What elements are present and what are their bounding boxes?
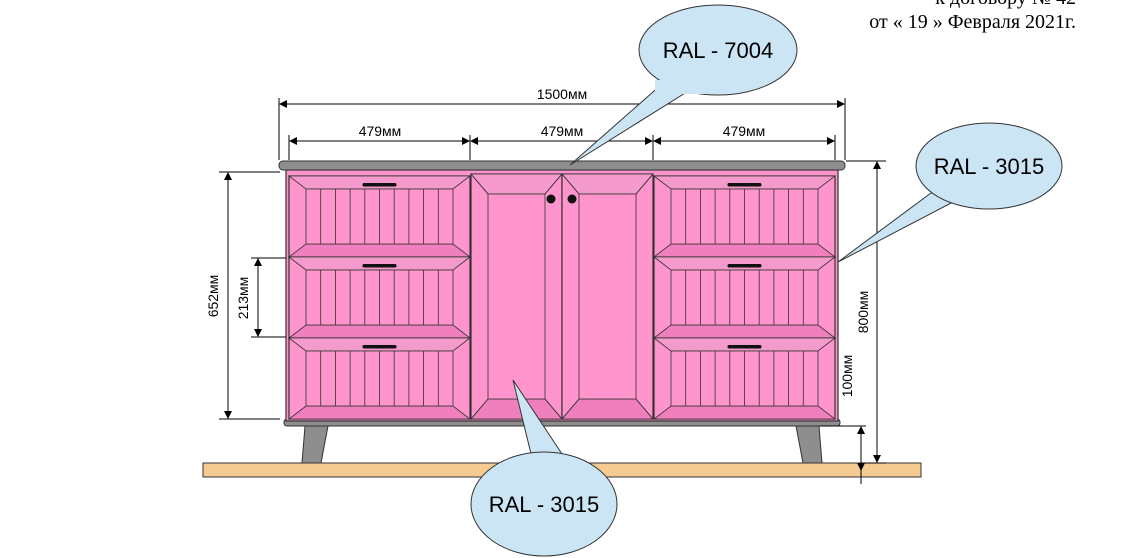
door-color-label: RAL - 3015	[489, 492, 599, 517]
total-height-label: 800мм	[855, 291, 871, 334]
dimension-lines: 1500мм 479мм 479мм 479мм 652мм 213мм 800…	[205, 86, 886, 484]
drawer-bevel-top	[287, 175, 472, 190]
right-leg	[795, 425, 823, 464]
right-door-knob	[567, 194, 577, 204]
side-color-label: RAL - 3015	[934, 154, 1044, 179]
drawer-bevel-top	[652, 175, 837, 190]
contract-date: от « 19 » Февраля 2021г.	[869, 11, 1076, 33]
drawer-right-1	[652, 175, 837, 258]
drawer-bevel-top	[652, 337, 837, 352]
drawer-handle	[727, 183, 762, 187]
drawer-left-3	[287, 337, 472, 420]
left-door-panel	[487, 193, 546, 400]
left-door-knob	[546, 194, 556, 204]
drawer-left-2	[287, 256, 472, 339]
right-door-panel	[578, 193, 637, 400]
drawer-handle	[362, 183, 397, 187]
total-width-label: 1500мм	[537, 86, 587, 102]
drawer-right-2	[652, 256, 837, 339]
leg-height-label: 100мм	[839, 355, 855, 398]
drawer-bevel-bottom	[652, 243, 837, 258]
drawer-handle	[362, 345, 397, 349]
drawer-bevel-top	[652, 256, 837, 271]
drawer-bevel-bottom	[287, 405, 472, 420]
drawer-height-label: 213мм	[235, 277, 251, 320]
top-board	[278, 160, 846, 171]
drawer-handle	[727, 345, 762, 349]
drawer-bevel-bottom	[287, 243, 472, 258]
section-middle-width-label: 479мм	[541, 123, 584, 139]
drawer-handle	[727, 264, 762, 268]
callout-top-color: RAL - 7004	[569, 4, 798, 166]
body-height-label: 652мм	[205, 275, 221, 318]
drawer-left-1	[287, 175, 472, 258]
drawer-bevel-bottom	[652, 324, 837, 339]
callout-door-color: RAL - 3015	[470, 379, 618, 557]
drawer-bevel-bottom	[287, 324, 472, 339]
section-left-width-label: 479мм	[359, 123, 402, 139]
callout-side-color: RAL - 3015	[837, 122, 1063, 263]
top-color-label: RAL - 7004	[663, 38, 773, 63]
drawer-bevel-top	[287, 337, 472, 352]
left-leg	[301, 425, 329, 464]
drawer-bevel-top	[287, 256, 472, 271]
center-doors	[470, 173, 654, 420]
drawer-handle	[362, 264, 397, 268]
drawer-right-3	[652, 337, 837, 420]
section-right-width-label: 479мм	[723, 123, 766, 139]
contract-reference: к договору № 42	[935, 0, 1076, 9]
drawer-group	[287, 175, 837, 420]
drawer-bevel-bottom	[652, 405, 837, 420]
